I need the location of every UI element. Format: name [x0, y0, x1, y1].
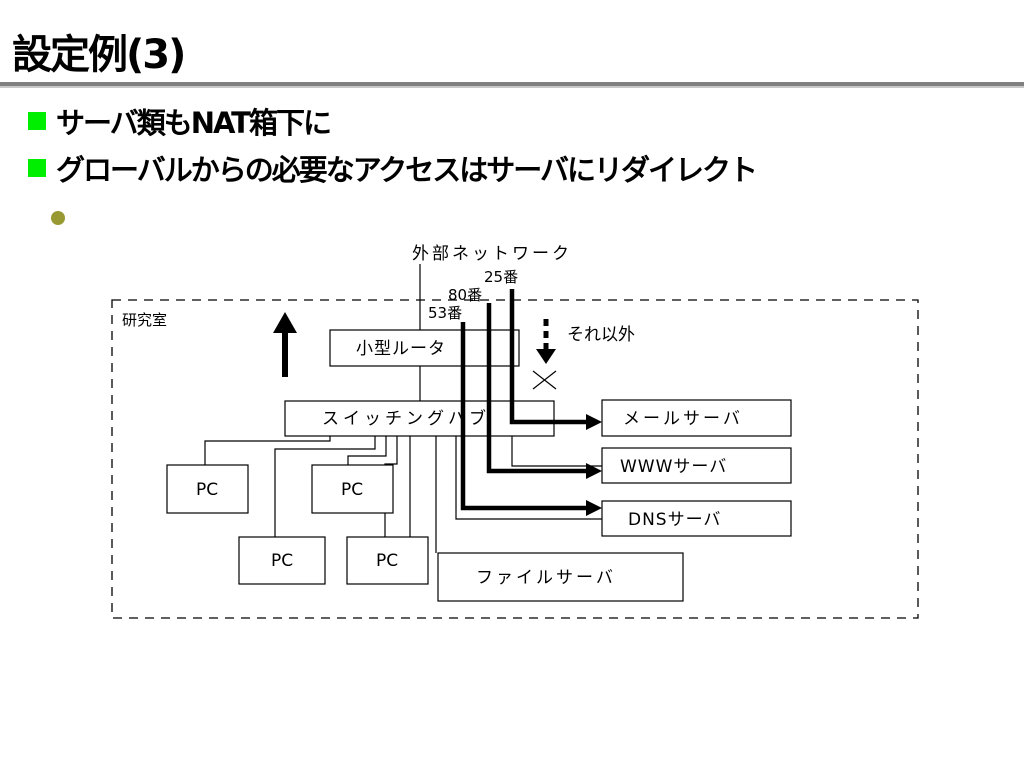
blocked-x-icon — [532, 370, 557, 390]
pc-box — [346, 536, 429, 585]
port-53-arrow-head-icon — [586, 500, 602, 516]
lab-boundary — [111, 299, 919, 619]
file-server-label: ファイルサーバ — [476, 568, 616, 588]
port-80-redirect-arrow — [486, 303, 588, 474]
port-53-label: 53番 — [428, 304, 462, 322]
bullet-2: グローバルからの必要なアクセスはサーバにリダイレクト — [28, 147, 758, 189]
pc-label: PC — [271, 551, 293, 571]
title-divider-shadow — [0, 86, 1024, 88]
outbound-arrow-head-icon — [273, 312, 297, 333]
blocked-arrow-head-icon — [536, 349, 556, 364]
pc-label: PC — [196, 480, 218, 500]
mail-server-label: メールサーバ — [623, 409, 743, 429]
switch-label: スイッチングハブ — [322, 408, 490, 429]
port-25-label: 25番 — [484, 268, 518, 286]
title-divider — [0, 82, 1024, 86]
bullet-square-icon — [28, 159, 46, 177]
bullet-2-text: グローバルからの必要なアクセスはサーバにリダイレクト — [56, 153, 758, 187]
file-server-box — [437, 552, 684, 602]
bullet-square-icon — [28, 112, 46, 130]
www-server-label: WWWサーバ — [620, 457, 727, 477]
pc-label: PC — [341, 480, 363, 500]
pc-label: PC — [376, 551, 398, 571]
pc-box — [238, 536, 326, 585]
pc-box — [166, 464, 249, 514]
external-network-label: 外部ネットワーク — [412, 244, 572, 264]
bullet-1: サーバ類もNAT箱下に — [28, 100, 332, 142]
port-80-arrow-head-icon — [586, 463, 602, 479]
sub-bullet-dot-icon — [51, 211, 65, 225]
dns-server-label: DNSサーバ — [628, 510, 721, 530]
port-25-arrow-head-icon — [586, 414, 602, 430]
router-label: 小型ルータ — [356, 339, 446, 359]
mail-server-box — [601, 399, 792, 437]
dns-server-box — [601, 500, 792, 537]
slide-title: 設定例(3) — [12, 32, 186, 78]
www-server-box — [601, 447, 792, 484]
switch-box — [284, 400, 555, 437]
bullet-1-text: サーバ類もNAT箱下に — [56, 106, 332, 140]
port-53-redirect-arrow — [460, 322, 588, 511]
pc-box — [311, 464, 394, 514]
port-25-redirect-arrow — [509, 289, 588, 425]
others-label: それ以外 — [567, 325, 635, 345]
lab-label: 研究室 — [122, 311, 167, 329]
lan-links — [204, 436, 602, 553]
port-80-label: 80番 — [448, 286, 482, 304]
